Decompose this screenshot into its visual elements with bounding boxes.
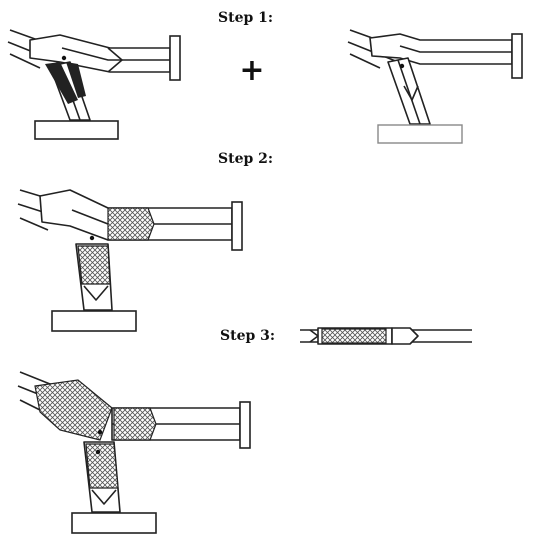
plus-symbol: + <box>239 53 264 88</box>
step2-joint-partial-reinforced <box>17 189 243 332</box>
step3-label: Step 3: <box>220 328 275 344</box>
step3-member <box>300 327 472 345</box>
step1-label: Step 1: <box>218 10 273 26</box>
step2-label: Step 2: <box>218 151 273 167</box>
final-joint-fully-reinforced <box>17 371 251 534</box>
step1-joint-welded <box>7 29 181 140</box>
step1-joint-plain <box>347 29 523 144</box>
